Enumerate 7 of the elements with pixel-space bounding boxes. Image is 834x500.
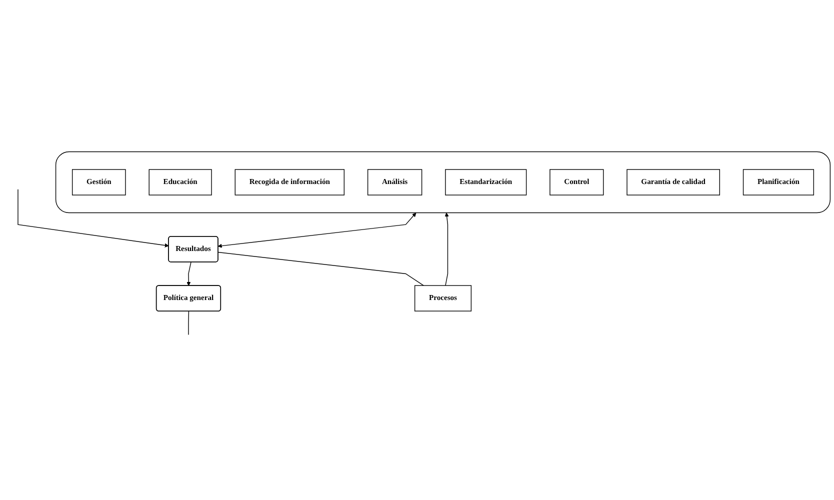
arrow: [444, 212, 449, 286]
arrow: [186, 261, 192, 286]
arrow: [18, 188, 169, 248]
connector: [188, 310, 190, 335]
arrow: [218, 212, 416, 248]
connector: [218, 252, 424, 286]
cluster: [55, 151, 831, 213]
